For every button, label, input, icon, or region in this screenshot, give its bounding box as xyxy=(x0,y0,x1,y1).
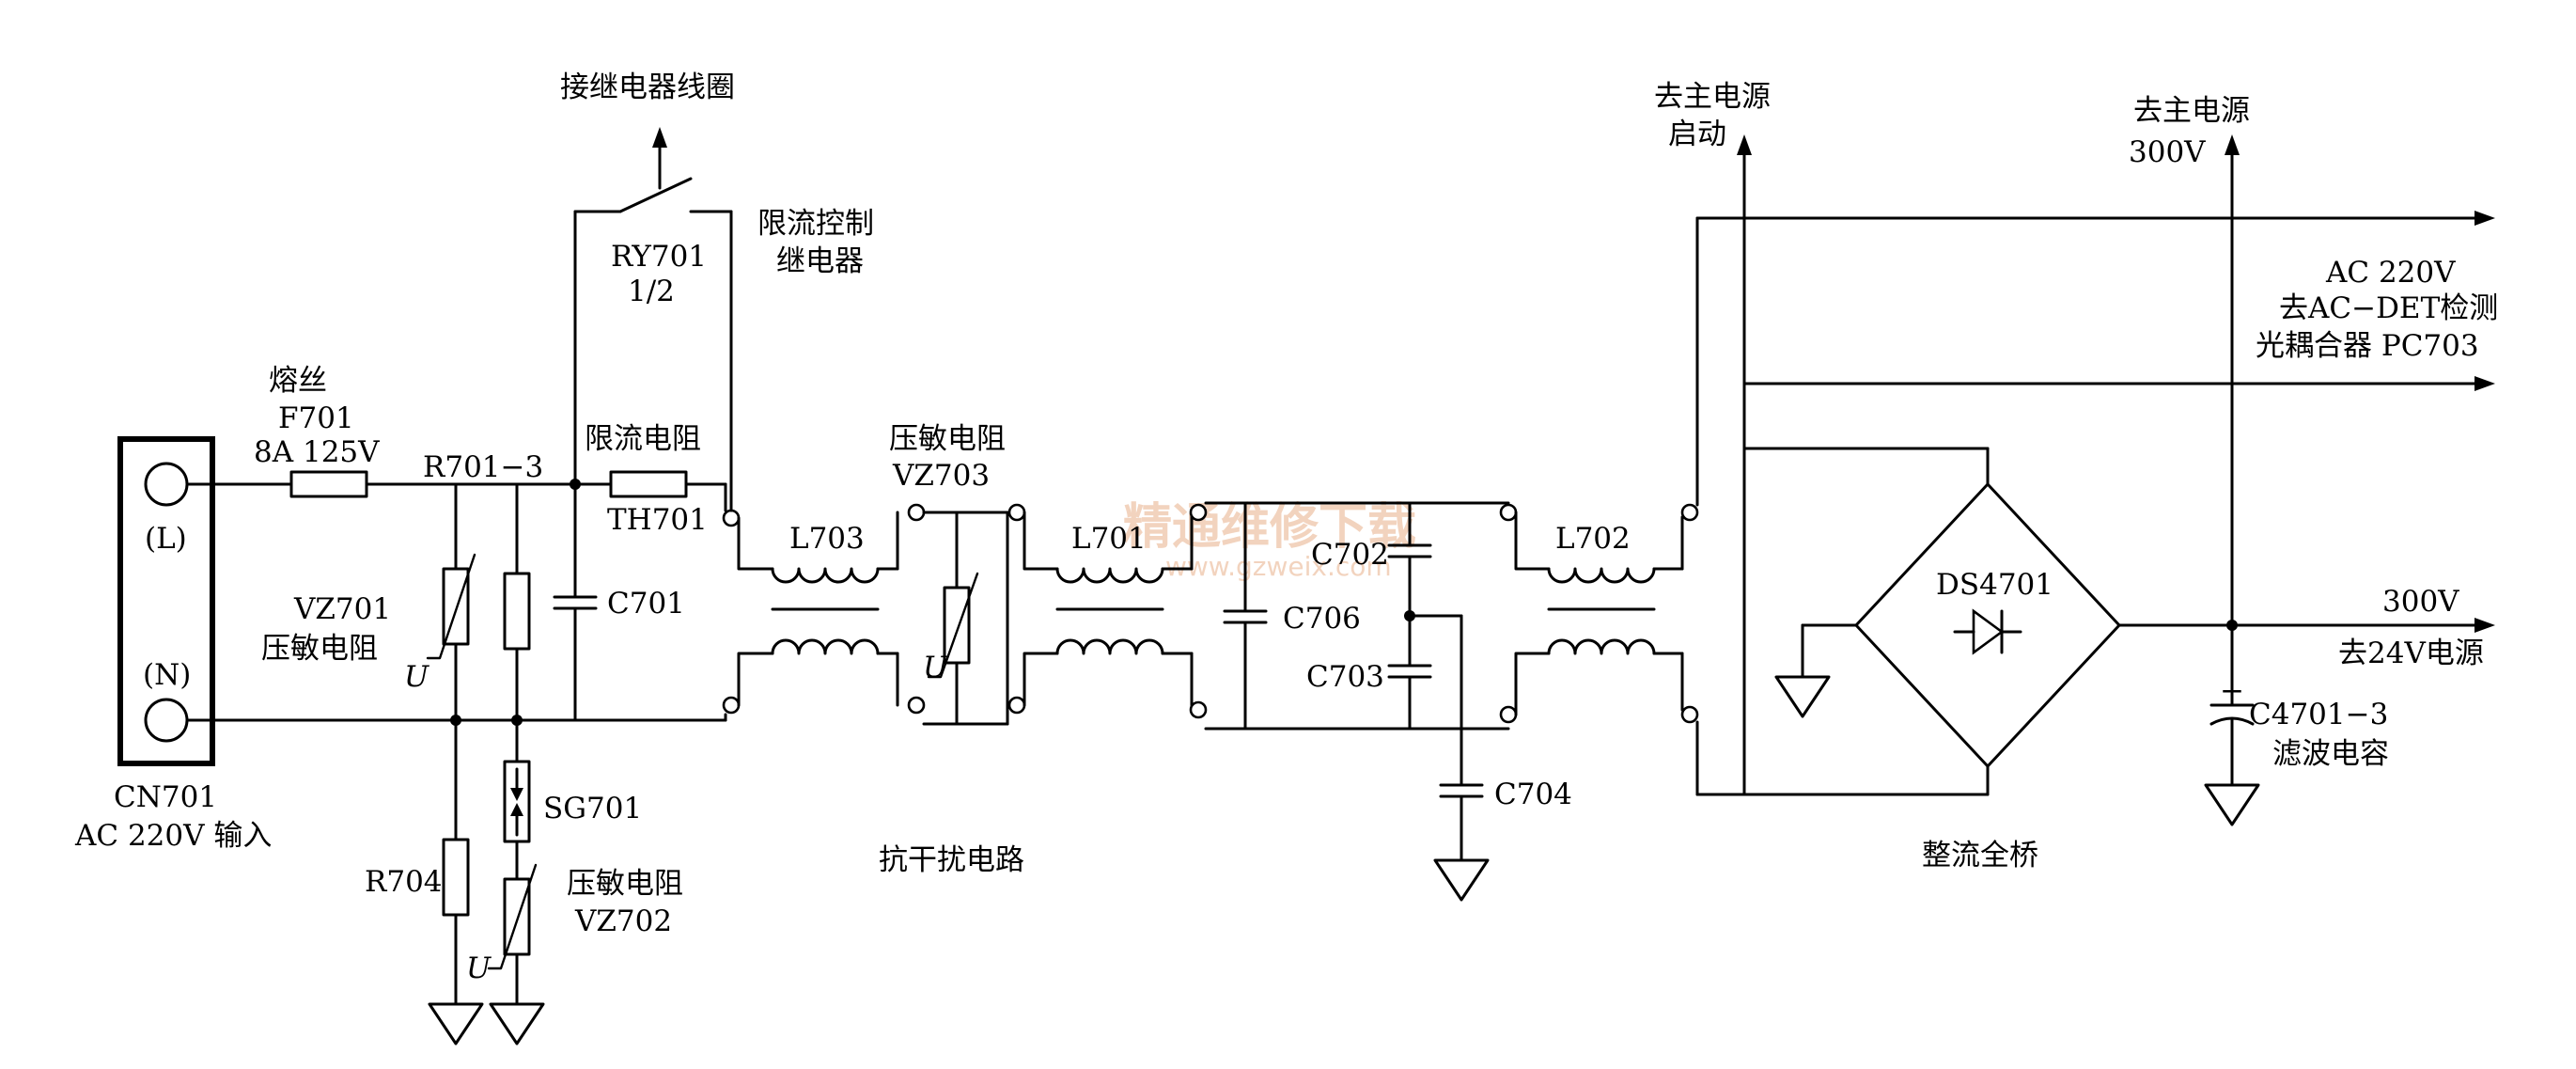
l701-label: L701 xyxy=(1071,522,1147,556)
watermark-url: www.gzweix.com xyxy=(1165,551,1392,582)
bridge-ds4701 xyxy=(1774,447,2495,796)
c702-label: C702 xyxy=(1311,538,1389,572)
out-300v: 300V xyxy=(2382,585,2459,619)
fuse-title: 熔丝 xyxy=(269,364,327,398)
th701-title: 限流电阻 xyxy=(585,422,701,456)
r704-label: R704 xyxy=(365,865,443,899)
l703-label: L703 xyxy=(789,522,865,556)
main-start-2: 启动 xyxy=(1668,118,1726,151)
capacitor-c701 xyxy=(553,482,598,722)
c703-label: C703 xyxy=(1306,660,1384,694)
varistor-vz701 xyxy=(426,482,476,722)
sg701-label: SG701 xyxy=(543,792,642,825)
th701-name: TH701 xyxy=(607,503,708,537)
r701-label: R701−3 xyxy=(423,450,543,484)
filter-title: 抗干扰电路 xyxy=(879,843,1024,877)
varistor-vz703 xyxy=(922,511,1009,726)
rail-300v xyxy=(2204,134,2260,826)
main-300-1: 去主电源 xyxy=(2133,94,2250,128)
vz701-name: VZ701 xyxy=(293,592,391,626)
ac-det-2: 去AC−DET检测 xyxy=(2279,291,2498,325)
varistor-vz702 xyxy=(487,863,545,1045)
ac-det-1: AC 220V xyxy=(2325,256,2456,290)
vz703-name: VZ703 xyxy=(892,459,990,493)
output-wiring xyxy=(1695,134,2495,796)
vz702-u: U xyxy=(466,951,492,985)
filter-capacitors xyxy=(1204,501,1518,902)
main-300-2: 300V xyxy=(2129,135,2206,169)
choke-l702 xyxy=(1514,503,1699,724)
out-24v: 去24V电源 xyxy=(2338,637,2484,670)
ds4701-label: DS4701 xyxy=(1936,568,2053,602)
terminal-l-label: (L) xyxy=(145,522,187,556)
line-n-wiring xyxy=(185,696,741,722)
spark-gap-sg701 xyxy=(503,718,531,881)
cn701-label: CN701 xyxy=(114,780,217,814)
vz703-u: U xyxy=(923,651,948,684)
c4701-label: C4701−3 xyxy=(2249,698,2388,731)
relay-ry701 xyxy=(573,127,733,512)
vz703-title: 压敏电阻 xyxy=(889,422,1006,456)
choke-l703 xyxy=(737,503,926,715)
main-start-1: 去主电源 xyxy=(1654,80,1771,114)
relay-desc-2: 继电器 xyxy=(776,244,864,278)
resistor-r704 xyxy=(428,718,484,1045)
relay-name: RY701 xyxy=(611,240,707,274)
resistor-r701 xyxy=(503,482,531,722)
vz702-name: VZ702 xyxy=(574,904,672,938)
watermark: 精通维修下载 xyxy=(1123,499,1416,556)
relay-coil-label: 接继电器线圈 xyxy=(560,71,735,104)
c4701-title: 滤波电容 xyxy=(2272,737,2389,771)
c706-label: C706 xyxy=(1283,602,1361,636)
l702-label: L702 xyxy=(1555,522,1631,556)
vz702-title: 压敏电阻 xyxy=(567,867,683,901)
ac-det-3: 光耦合器 PC703 xyxy=(2256,329,2479,363)
fuse-name: F701 xyxy=(278,401,354,435)
relay-desc-1: 限流控制 xyxy=(757,207,874,241)
c701-label: C701 xyxy=(607,587,685,621)
choke-l701 xyxy=(1007,503,1208,719)
connector-cn701 xyxy=(117,436,215,766)
vz701-title: 压敏电阻 xyxy=(261,632,378,666)
fuse-rating: 8A 125V xyxy=(254,435,380,469)
vz701-u: U xyxy=(404,660,429,694)
relay-part: 1/2 xyxy=(628,275,675,308)
bridge-title: 整流全桥 xyxy=(1922,839,2038,872)
c4701-plus: + xyxy=(2220,674,2244,708)
c704-label: C704 xyxy=(1494,778,1572,811)
terminal-n-label: (N) xyxy=(143,658,191,692)
cn701-desc: AC 220V 输入 xyxy=(74,819,272,853)
